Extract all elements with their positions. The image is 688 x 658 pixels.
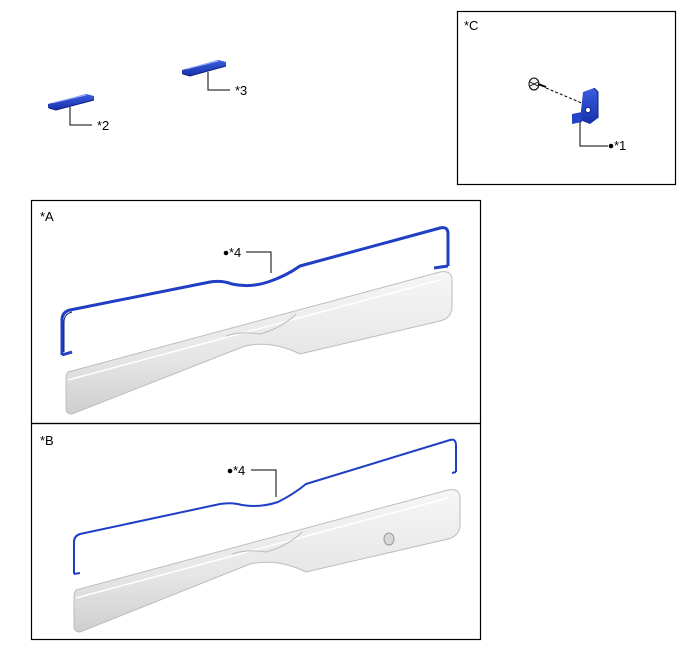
panel-b-frame bbox=[30, 422, 482, 641]
clip-part-3 bbox=[182, 60, 227, 77]
panel-c-label: *C bbox=[464, 18, 478, 33]
callout-4a: *4 bbox=[229, 245, 241, 260]
callout-4b: *4 bbox=[233, 463, 245, 478]
leader-line-4b bbox=[251, 469, 277, 497]
leader-line-3 bbox=[207, 72, 230, 91]
screw bbox=[528, 77, 547, 91]
install-direction-line bbox=[545, 87, 585, 105]
bracket-part-1 bbox=[572, 87, 599, 124]
weatherstrip-a bbox=[60, 226, 450, 357]
leader-line-1 bbox=[579, 122, 608, 147]
callout-1: *1 bbox=[614, 138, 626, 153]
trim-panel-b bbox=[73, 489, 461, 633]
panel-c-frame bbox=[456, 10, 677, 186]
callout-3: *3 bbox=[235, 83, 247, 98]
lock-cylinder-hole bbox=[383, 532, 395, 546]
trim-panel-a bbox=[65, 271, 453, 415]
leader-line-2 bbox=[69, 107, 92, 126]
panel-a-label: *A bbox=[40, 209, 54, 224]
leader-line-4a bbox=[246, 251, 272, 273]
bullet-dot-4a bbox=[223, 250, 229, 256]
bullet-dot-4b bbox=[227, 468, 233, 474]
bullet-dot-1 bbox=[608, 143, 614, 149]
callout-2: *2 bbox=[97, 118, 109, 133]
weatherstrip-b bbox=[73, 438, 457, 575]
panel-b-label: *B bbox=[40, 433, 54, 448]
clip-part-2 bbox=[48, 94, 95, 111]
